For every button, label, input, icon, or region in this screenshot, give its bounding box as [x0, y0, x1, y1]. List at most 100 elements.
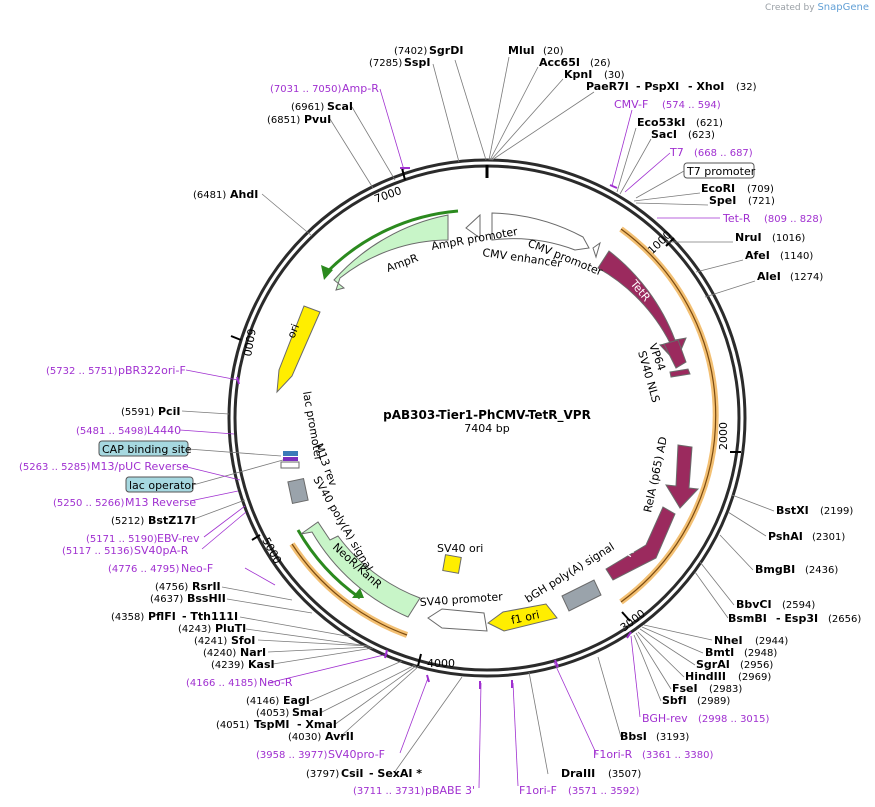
svg-text:(4243): (4243): [178, 624, 211, 635]
svg-text:FseI: FseI: [672, 682, 698, 695]
svg-text:(5263 .. 5285): (5263 .. 5285): [19, 462, 91, 473]
svg-text:PluTI: PluTI: [215, 622, 246, 635]
svg-text:BstXI: BstXI: [776, 504, 809, 517]
neo-expression-span-line: [291, 543, 408, 636]
neo-orf-arrowhead: [352, 588, 364, 598]
svg-text:- Tth111I: - Tth111I: [182, 610, 238, 623]
site-spei: SpeI(721): [709, 194, 775, 207]
svg-text:(2436): (2436): [805, 565, 838, 576]
site-ecori: EcoRI (709): [701, 182, 774, 195]
svg-text:SpeI: SpeI: [709, 194, 736, 207]
site-bbvci: BbvCI(2594): [736, 598, 815, 611]
site-hindiii: HindIII(2969): [685, 670, 771, 683]
svg-text:KasI: KasI: [248, 658, 275, 671]
primer-l4440: (5481 .. 5498)L4440: [76, 424, 181, 437]
f1-ori-label: f1 ori: [510, 608, 541, 627]
svg-text:EcoRI: EcoRI: [701, 182, 735, 195]
svg-text:CsiI: CsiI: [341, 767, 363, 780]
primer-neo-f: (4776 .. 4795)Neo-F: [108, 562, 213, 575]
site-nhei: NheI(2944): [714, 634, 788, 647]
svg-text:M13/pUC Reverse: M13/pUC Reverse: [91, 460, 189, 473]
primer-m13-puc-reverse: (5263 .. 5285)M13/pUC Reverse: [19, 460, 189, 473]
svg-text:(2656): (2656): [828, 614, 861, 625]
neor-feature: [300, 521, 421, 618]
svg-text:SgrAI: SgrAI: [696, 658, 730, 671]
svg-text:NarI: NarI: [240, 646, 266, 659]
svg-text:(5212): (5212): [111, 516, 144, 527]
snapgene-brand: Created by SnapGene: [765, 2, 869, 13]
primer-bgh-rev: BGH-rev(2998 .. 3015): [642, 712, 770, 725]
svg-text:Tet-R: Tet-R: [722, 212, 751, 225]
svg-text:BbvCI: BbvCI: [736, 598, 772, 611]
primer-sv40pro-f: (3958 .. 3977)SV40pro-F: [256, 748, 385, 761]
svg-text:5000: 5000: [259, 535, 284, 566]
svg-text:(7285): (7285): [369, 58, 402, 69]
svg-text:SacI: SacI: [651, 128, 677, 141]
primer-pbabe3: (3711 .. 3731)pBABE 3': [353, 784, 475, 797]
site-fsei: FseI (2983): [672, 682, 742, 695]
site-afei: AfeI(1140): [745, 249, 813, 262]
svg-text:(3193): (3193): [656, 732, 689, 743]
cap-leader: [187, 448, 282, 457]
svg-text:(1274): (1274): [790, 272, 823, 283]
svg-text:(2983): (2983): [709, 684, 742, 695]
svg-text:SV40pA-R: SV40pA-R: [134, 544, 189, 557]
svg-text:(809 .. 828): (809 .. 828): [764, 214, 823, 225]
site-eagi: (4146)EagI: [246, 694, 310, 707]
svg-text:ScaI: ScaI: [327, 100, 353, 113]
site-ahdi: (6481)AhdI: [193, 188, 258, 201]
f1-ori-feature: [487, 603, 558, 632]
lac-operator-feature: [283, 451, 298, 456]
svg-text:(1016): (1016): [772, 233, 805, 244]
vp64-feature: [663, 339, 687, 369]
svg-text:SmaI: SmaI: [292, 706, 323, 719]
svg-text:lac operator: lac operator: [129, 479, 196, 492]
site-bbsi: BbsI(3193): [620, 730, 689, 743]
ampr-orf-arrowhead: [321, 265, 333, 280]
site-draiii: DraIII(3507): [561, 767, 641, 780]
svg-text:6000: 6000: [240, 327, 258, 357]
lac-operator-box: lac operator: [125, 476, 196, 493]
svg-text:AfeI: AfeI: [745, 249, 770, 262]
svg-text:SspI: SspI: [404, 56, 430, 69]
site-bsshii: (4637)BssHII: [150, 592, 226, 605]
svg-text:PshAI: PshAI: [768, 530, 803, 543]
plasmid-length: 7404 bp: [464, 422, 509, 435]
svg-text:AvrII: AvrII: [325, 730, 354, 743]
svg-text:(4239): (4239): [211, 660, 244, 671]
site-acc65i: Acc65I(26): [539, 56, 611, 69]
svg-text:pBR322ori-F: pBR322ori-F: [118, 364, 186, 377]
svg-text:(709): (709): [747, 184, 774, 195]
sv40-promoter-label: SV40 promoter: [419, 590, 503, 609]
site-bmgbi: BmgBI(2436): [755, 563, 838, 576]
svg-text:(2998 .. 3015): (2998 .. 3015): [698, 714, 770, 725]
svg-text:(32): (32): [736, 82, 757, 93]
site-pluti: (4243) PluTI: [178, 622, 246, 635]
svg-text:CAP binding site: CAP binding site: [102, 443, 192, 456]
ampr-label: AmpR: [385, 251, 421, 275]
site-tspmi: (4051)TspMI- XmaI: [216, 718, 337, 731]
svg-text:(5171 .. 5190): (5171 .. 5190): [86, 534, 158, 545]
rta-feature: [605, 506, 676, 581]
svg-text:NruI: NruI: [735, 231, 762, 244]
site-sgrdi: (7402)SgrDI: [394, 44, 463, 57]
site-sspi: (7285)SspI: [369, 56, 430, 69]
svg-text:4000: 4000: [427, 657, 455, 670]
ori-feature: [276, 305, 321, 394]
tick-4000: 4000: [417, 653, 455, 670]
svg-text:SfoI: SfoI: [231, 634, 255, 647]
svg-text:(6961): (6961): [291, 102, 324, 113]
svg-text:T7 promoter: T7 promoter: [686, 165, 756, 178]
svg-text:(2956): (2956): [740, 660, 773, 671]
site-bstxi: BstXI(2199): [776, 504, 853, 517]
svg-text:(5481 .. 5498): (5481 .. 5498): [76, 426, 148, 437]
site-avrii: (4030)AvrII: [288, 730, 354, 743]
svg-text:(5591): (5591): [121, 407, 154, 418]
backbone-outer-circle: [227, 158, 747, 678]
site-paer7i: PaeR7I- PspXI- XhoI(32): [586, 80, 757, 93]
svg-text:(6851): (6851): [267, 115, 300, 126]
site-sgrai: SgrAI (2956): [696, 658, 773, 671]
svg-text:(5250 .. 5266): (5250 .. 5266): [53, 498, 125, 509]
svg-text:KpnI: KpnI: [564, 68, 592, 81]
svg-text:F1ori-F: F1ori-F: [519, 784, 557, 797]
